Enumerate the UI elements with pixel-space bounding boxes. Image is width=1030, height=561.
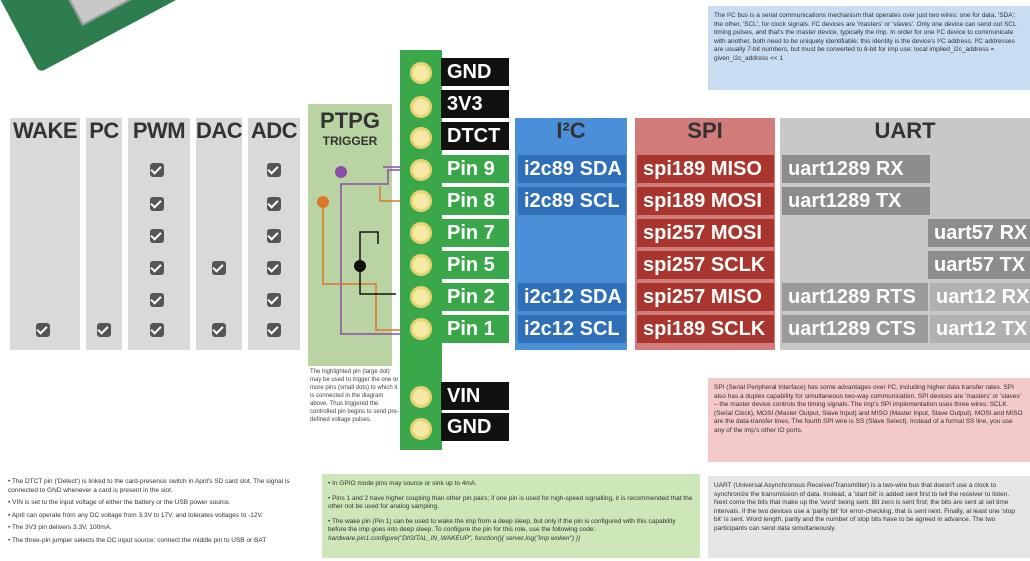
check-icon	[97, 323, 111, 337]
ptpg-connection-diagram	[317, 166, 400, 335]
spi-pin9: spi189 MISO	[637, 155, 774, 183]
wake-column	[10, 118, 80, 350]
pin-pad	[410, 62, 432, 84]
i2c-header: I²C	[556, 118, 586, 143]
note-item: • The 3V3 pin delivers 3.3V, 100mA.	[8, 524, 112, 531]
spi-pin2: spi257 MISO	[637, 283, 774, 311]
ptpg-trigger-dot-purple	[335, 166, 347, 178]
ptpg-subtitle: TRIGGER	[322, 134, 378, 148]
pin-pad	[410, 190, 432, 212]
check-icon	[212, 323, 226, 337]
ptpg-trace-orange	[322, 204, 400, 331]
pc-header: PC	[89, 118, 119, 143]
note-item: • The three-pin jumper selects the DC in…	[8, 536, 267, 544]
i2c-info-box: The I²C bus is a serial communications m…	[708, 6, 1030, 90]
i2c-pin2: i2c12 SDA	[518, 283, 626, 311]
uart-pin5: uart57 TX	[928, 251, 1030, 279]
check-icon	[150, 323, 164, 337]
adc-header: ADC	[250, 118, 298, 143]
i2c-pin8: i2c89 SCL	[518, 187, 626, 215]
power-notes: • The DTCT pin ('Detect') is linked to t…	[8, 478, 308, 549]
uart-pin2-rx: uart12 RX	[930, 283, 1030, 311]
dac-column	[196, 118, 242, 350]
uart-pin1-cts: uart1289 CTS	[782, 315, 928, 343]
spi-pin1: spi189 SCLK	[637, 315, 774, 343]
ptpg-note: The highlighted pin (large dot) may be u…	[310, 369, 399, 423]
pin-label-gnd-bottom: GND	[441, 413, 509, 441]
check-icon	[212, 261, 226, 275]
pin-pad	[410, 127, 432, 149]
pin-label-pin2: Pin 2	[441, 283, 509, 311]
pin-pad	[410, 318, 432, 340]
check-icon	[150, 261, 164, 275]
ptpg-trigger-dot-orange	[317, 196, 329, 208]
check-icon	[267, 229, 281, 243]
pin-pad	[410, 254, 432, 276]
note-item: • The DTCT pin ('Detect') is linked to t…	[8, 478, 290, 494]
pin-label-pin7: Pin 7	[441, 219, 509, 247]
pin-label-pin1: Pin 1	[441, 315, 509, 343]
spi-pin5: spi257 SCLK	[637, 251, 774, 279]
gpio-note-1: • In GPIO mode pins may source or sink u…	[328, 480, 477, 487]
pin-label-pin5: Pin 5	[441, 251, 509, 279]
uart-pin2-rts: uart1289 RTS	[782, 283, 928, 311]
wake-header: WAKE	[13, 118, 78, 143]
pin-pad	[410, 386, 432, 408]
uart-pin8: uart1289 TX	[782, 187, 930, 215]
note-item: • VIN is set to the input voltage of eit…	[8, 499, 231, 506]
spi-header: SPI	[687, 118, 723, 143]
check-icon	[267, 197, 281, 211]
check-icon	[150, 163, 164, 177]
check-icon	[150, 293, 164, 307]
spi-pin7: spi257 MOSI	[637, 219, 774, 247]
i2c-pin9: i2c89 SDA	[518, 155, 626, 183]
pin-label-pin9: Pin 9	[441, 155, 509, 183]
check-icon	[267, 163, 281, 177]
pin-pad	[410, 286, 432, 308]
check-icon	[150, 197, 164, 211]
pin-pad	[410, 222, 432, 244]
uart-pin9: uart1289 RX	[782, 155, 930, 183]
i2c-pin1: i2c12 SCL	[518, 315, 626, 343]
pin-label-3v3: 3V3	[441, 90, 509, 118]
ptpg-trace-black-2	[359, 266, 396, 295]
april-board-image	[0, 0, 216, 73]
ptpg-trace-orange-stub	[379, 186, 400, 202]
gpio-code: hardware.pin1.configure("DIGITAL_IN_WAKE…	[328, 534, 581, 542]
pin-label-dtct: DTCT	[441, 122, 509, 150]
check-icon	[267, 293, 281, 307]
ptpg-trigger-dot-black	[354, 260, 366, 272]
uart-header: UART	[874, 118, 936, 143]
pc-column	[86, 118, 122, 350]
pin-label-gnd-top: GND	[441, 58, 509, 86]
check-icon	[267, 323, 281, 337]
dac-header: DAC	[196, 118, 243, 143]
uart-info-box: UART (Universal Asynchronous Receiver/Tr…	[708, 476, 1030, 558]
pin-label-vin: VIN	[441, 382, 509, 410]
pin-label-pin8: Pin 8	[441, 187, 509, 215]
gpio-note-2: • Pins 1 and 2 have higher coupling than…	[328, 494, 693, 511]
pin-pad	[410, 96, 432, 118]
uart-pin7: uart57 RX	[928, 219, 1030, 247]
gpio-note-3: • The wake pin (Pin 1) can be used to wa…	[328, 517, 676, 534]
ptpg-title: PTPG	[320, 108, 380, 133]
check-icon	[36, 323, 50, 337]
pin-pad	[410, 159, 432, 181]
ptpg-trace-purple	[340, 169, 400, 335]
check-icon	[150, 229, 164, 243]
ptpg-trace-black	[359, 231, 379, 266]
spi-info-box: SPI (Serial Peripheral Interface) has so…	[708, 378, 1030, 462]
pwm-header: PWM	[132, 118, 186, 143]
gpio-info-box: • In GPIO mode pins may source or sink u…	[322, 474, 700, 558]
uart-pin1-tx: uart12 TX	[930, 315, 1030, 343]
note-item: • April can operate from any DC voltage …	[8, 511, 264, 519]
pin-pad	[410, 418, 432, 440]
sd-card-slot	[47, 0, 170, 26]
check-icon	[267, 261, 281, 275]
spi-pin8: spi189 MOSI	[637, 187, 774, 215]
